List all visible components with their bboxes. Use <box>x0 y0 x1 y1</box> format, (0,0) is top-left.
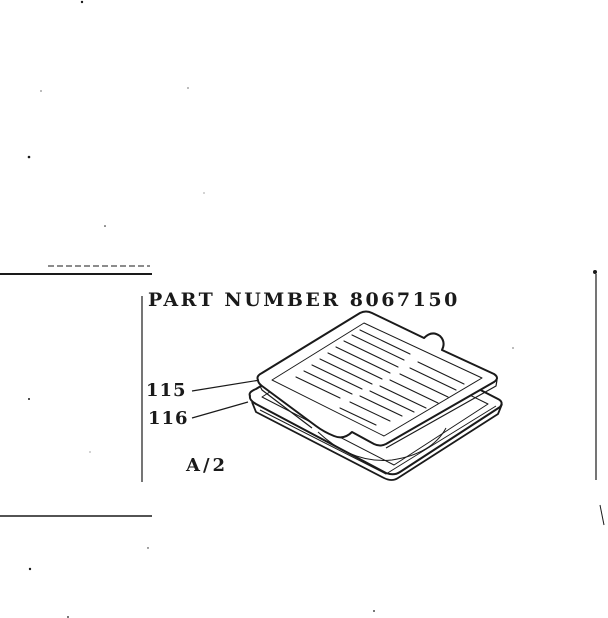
leader-line-116 <box>191 401 249 419</box>
frame-lines <box>0 265 605 526</box>
leader-lines <box>191 379 261 419</box>
leader-line-115 <box>191 379 261 392</box>
callout-115: 115 <box>146 380 187 401</box>
grill-slots <box>295 329 465 426</box>
callout-116: 116 <box>148 408 189 429</box>
sheet-code: A/2 <box>186 455 229 476</box>
part-number-title: PART NUMBER 8067150 <box>148 289 460 311</box>
scan-specks <box>27 0 597 618</box>
grill-rack-icon <box>256 310 498 449</box>
